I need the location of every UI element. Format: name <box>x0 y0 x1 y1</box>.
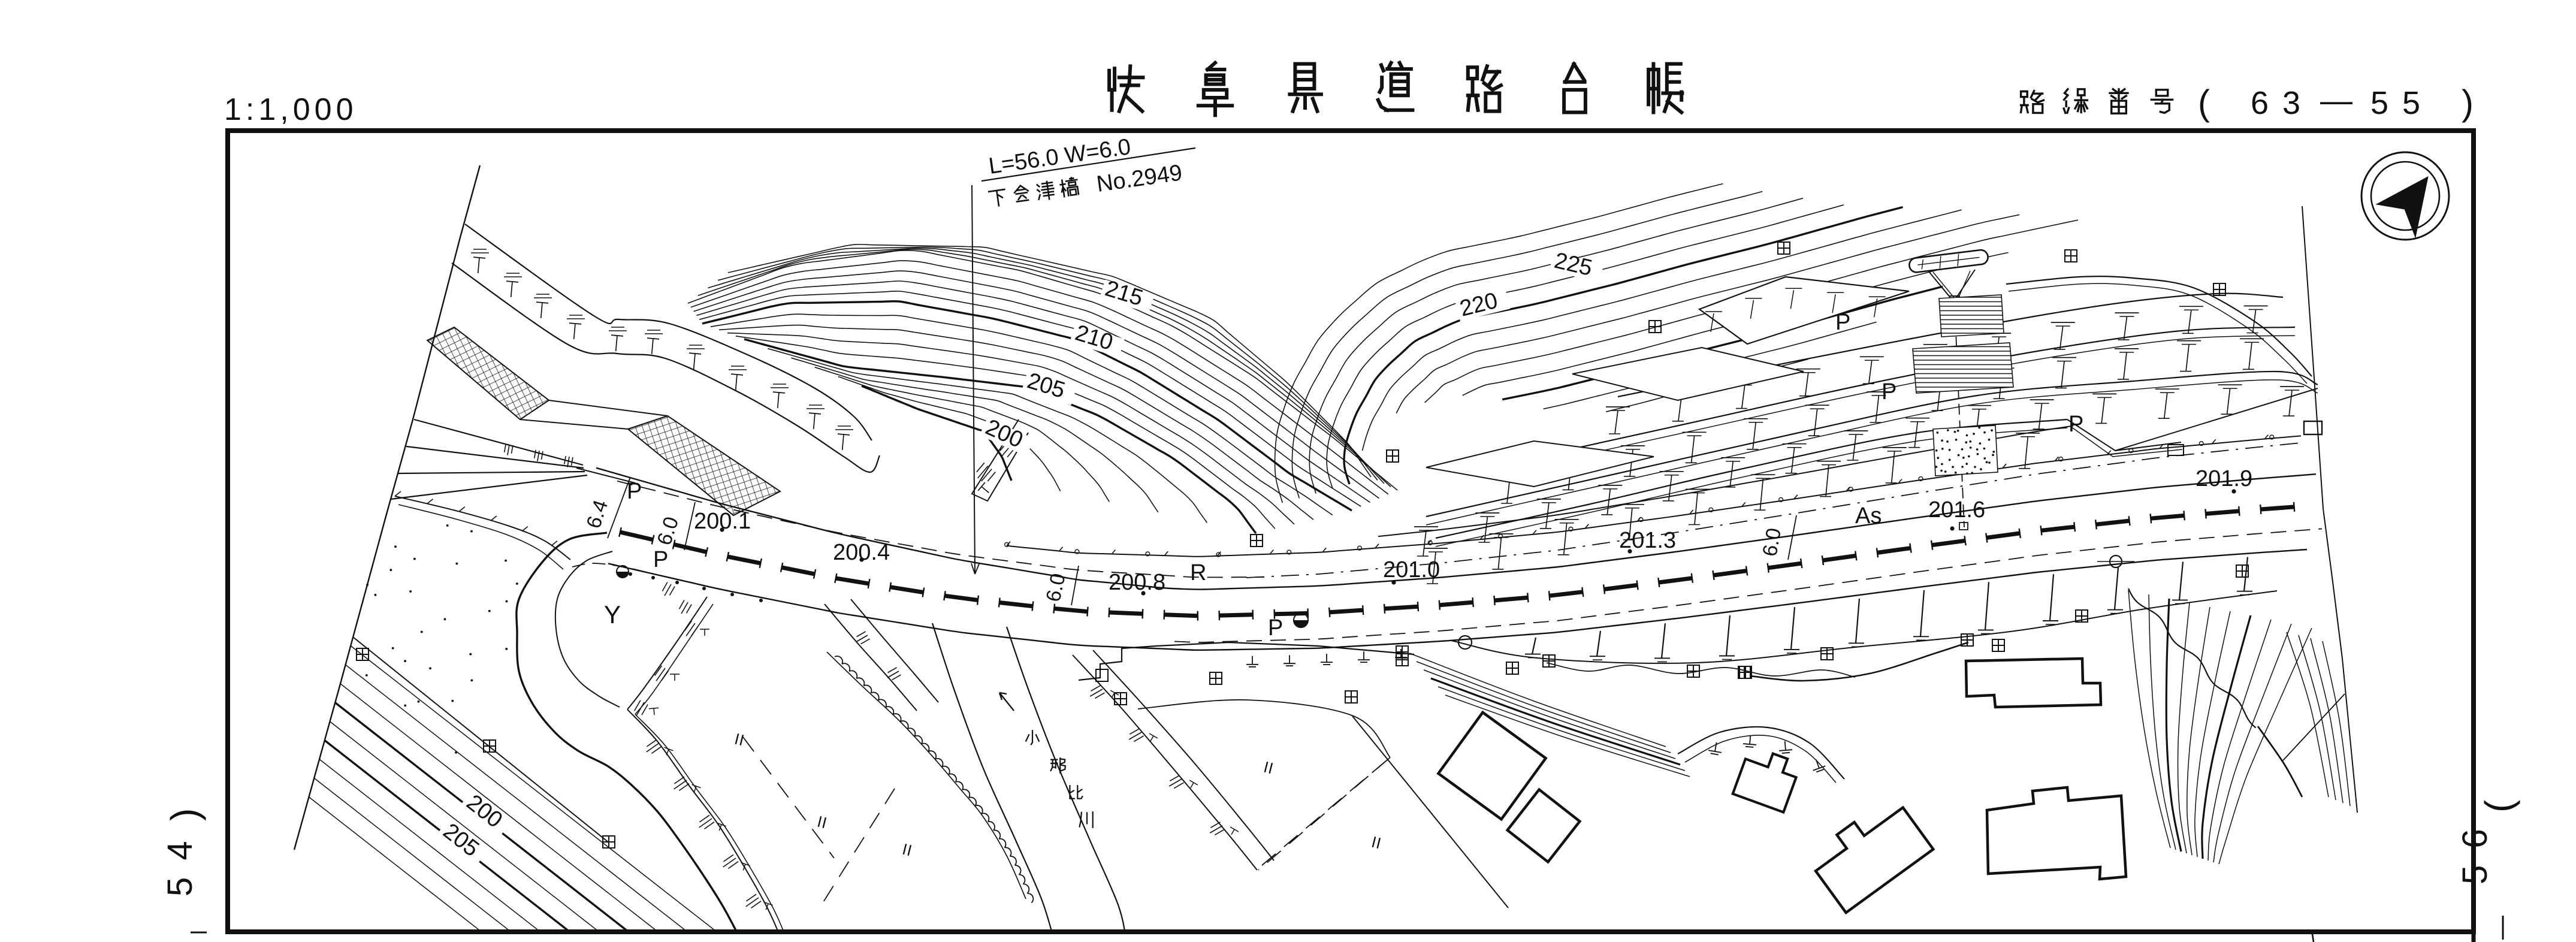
svg-text:200.4: 200.4 <box>833 540 890 565</box>
svg-text:201.0: 201.0 <box>1383 557 1440 582</box>
svg-text:As: As <box>1855 503 1882 529</box>
svg-text:—: — <box>2320 83 2352 119</box>
svg-text:(: ( <box>2198 83 2210 123</box>
svg-text:Y: Y <box>604 600 621 629</box>
svg-text:201.6: 201.6 <box>1928 497 1985 523</box>
svg-text:5 5: 5 5 <box>2370 85 2423 121</box>
svg-text:P: P <box>2068 412 2083 437</box>
svg-text:200.8: 200.8 <box>1109 570 1165 595</box>
svg-text:1:1,000: 1:1,000 <box>224 92 358 127</box>
svg-text:P: P <box>653 547 668 572</box>
svg-text:5 4: 5 4 <box>161 837 200 896</box>
svg-text:R: R <box>1190 560 1206 585</box>
svg-text:6.0: 6.0 <box>1758 526 1786 558</box>
svg-text:P: P <box>1268 615 1283 641</box>
svg-text:6 3: 6 3 <box>2251 85 2303 121</box>
svg-text:5 6: 5 6 <box>2456 825 2495 884</box>
svg-text:): ) <box>2462 83 2474 123</box>
svg-text:(: ( <box>2477 800 2520 813</box>
svg-text:201.3: 201.3 <box>1619 528 1676 553</box>
svg-text:200.1: 200.1 <box>694 509 751 534</box>
svg-text:): ) <box>163 808 206 821</box>
svg-text:201.9: 201.9 <box>2196 466 2252 491</box>
